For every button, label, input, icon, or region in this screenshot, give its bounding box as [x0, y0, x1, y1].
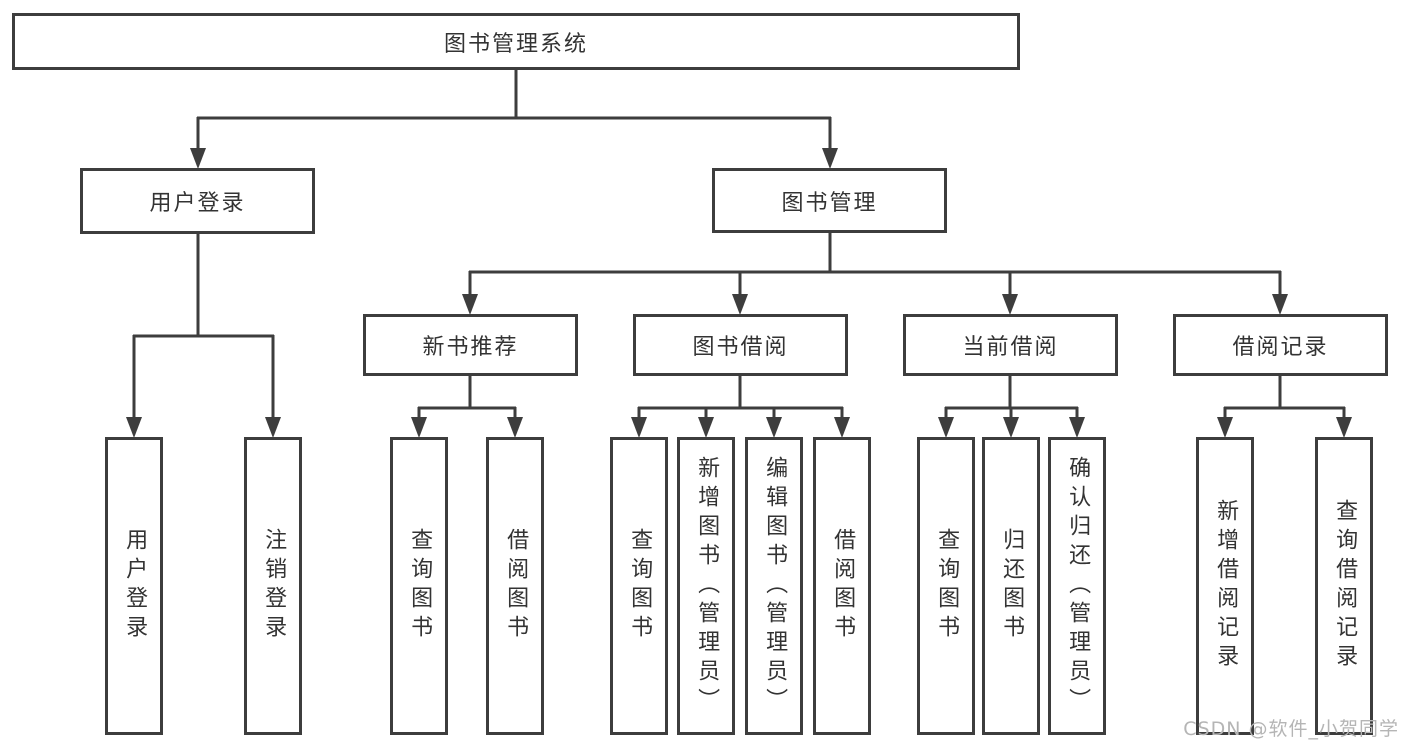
node-label: 查询图书 — [934, 528, 960, 644]
arrow-down-icon — [822, 148, 838, 169]
leaf-borrow-books: 借阅图书 — [813, 437, 871, 735]
arrow-down-icon — [190, 148, 206, 169]
leaf-edit-book-admin: 编辑图书（管理员） — [745, 437, 803, 735]
arrowhead-icons — [126, 148, 1352, 438]
node-new-book-recommend: 新书推荐 — [363, 314, 578, 376]
connector-book-borrow — [637, 376, 844, 421]
node-label: 编辑图书（管理员） — [762, 455, 788, 717]
node-label: 用户登录 — [122, 528, 148, 644]
arrow-down-icon — [1336, 417, 1352, 438]
node-label: 图书管理 — [781, 190, 878, 216]
arrow-down-icon — [938, 417, 954, 438]
arrow-down-icon — [1272, 294, 1288, 315]
node-label: 用户登录 — [149, 191, 246, 216]
node-label: 新书推荐 — [422, 335, 519, 360]
connector-book-management — [468, 233, 1282, 297]
node-label: 图书借阅 — [692, 335, 789, 360]
node-label: 借阅图书 — [830, 528, 856, 644]
connector-root — [196, 70, 832, 150]
node-label: 归还图书 — [999, 528, 1025, 644]
node-book-borrow: 图书借阅 — [633, 314, 848, 376]
node-label: 注销登录 — [261, 528, 287, 644]
arrow-down-icon — [1003, 417, 1019, 438]
node-borrow-records: 借阅记录 — [1173, 314, 1388, 376]
leaf-query-books-borrow: 查询图书 — [610, 437, 668, 735]
arrow-down-icon — [1217, 417, 1233, 438]
node-label: 确认归还（管理员） — [1065, 455, 1091, 717]
node-label: 查询图书 — [407, 528, 433, 644]
node-label: 查询借阅记录 — [1332, 499, 1358, 673]
arrow-down-icon — [265, 417, 281, 438]
arrow-down-icon — [1069, 417, 1085, 438]
connector-current-borrow — [944, 376, 1079, 421]
arrow-down-icon — [631, 417, 647, 438]
node-label: 图书管理系统 — [443, 31, 588, 57]
node-current-borrow: 当前借阅 — [903, 314, 1118, 376]
arrow-down-icon — [732, 294, 748, 315]
leaf-confirm-return-admin: 确认归还（管理员） — [1048, 437, 1106, 735]
connector-new-book — [417, 376, 517, 421]
node-user-login: 用户登录 — [80, 168, 315, 234]
leaf-query-books-recommend: 查询图书 — [390, 437, 448, 735]
connector-borrow-records — [1223, 376, 1346, 421]
leaf-add-borrow-record: 新增借阅记录 — [1196, 437, 1254, 735]
arrow-down-icon — [507, 417, 523, 438]
arrow-down-icon — [1002, 294, 1018, 315]
node-label: 借阅图书 — [503, 528, 529, 644]
leaf-query-books-current: 查询图书 — [917, 437, 975, 735]
arrow-down-icon — [462, 294, 478, 315]
node-label: 新增图书（管理员） — [694, 455, 720, 717]
node-label: 当前借阅 — [962, 335, 1059, 360]
node-library-management-system: 图书管理系统 — [12, 13, 1020, 70]
node-label: 借阅记录 — [1232, 335, 1329, 360]
leaf-user-login: 用户登录 — [105, 437, 163, 735]
arrow-down-icon — [834, 417, 850, 438]
leaf-logout: 注销登录 — [244, 437, 302, 735]
connector-user-login — [132, 234, 275, 420]
arrow-down-icon — [411, 417, 427, 438]
arrow-down-icon — [126, 417, 142, 438]
csdn-watermark: CSDN @软件_小贺同学 — [1183, 718, 1399, 740]
leaf-borrow-books-recommend: 借阅图书 — [486, 437, 544, 735]
leaf-query-borrow-record: 查询借阅记录 — [1315, 437, 1373, 735]
node-label: 新增借阅记录 — [1213, 499, 1239, 673]
leaf-return-book: 归还图书 — [982, 437, 1040, 735]
arrow-down-icon — [698, 417, 714, 438]
leaf-add-book-admin: 新增图书（管理员） — [677, 437, 735, 735]
node-book-management: 图书管理 — [712, 168, 947, 233]
node-label: 查询图书 — [627, 528, 653, 644]
arrow-down-icon — [766, 417, 782, 438]
